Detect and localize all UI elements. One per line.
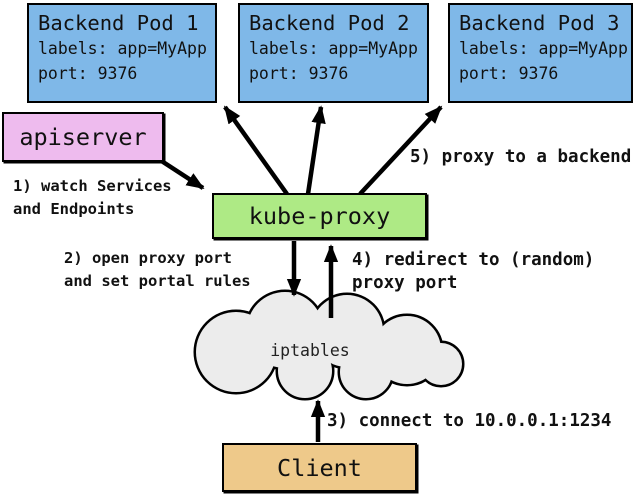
backend-pod-1-labels: labels: app=MyApp (38, 39, 207, 58)
kube-proxy-box: kube-proxy (212, 193, 427, 239)
backend-pod-2-title: Backend Pod 2 (249, 11, 410, 35)
step-3-connect-label: 3) connect to 10.0.0.1:1234 (327, 411, 612, 431)
backend-pod-3-port: port: 9376 (459, 64, 559, 83)
arrow-apiserver-to-kubeproxy (158, 158, 205, 190)
iptables-label: iptables (270, 341, 349, 360)
client-box: Client (222, 443, 417, 492)
backend-pod-2-port: port: 9376 (249, 64, 349, 83)
step-2-open-proxy-port-label: 2) open proxy port and set portal rules (64, 249, 251, 290)
apiserver-box: apiserver (2, 112, 164, 162)
step-4-redirect-label: 4) redirect to (random) proxy port (352, 250, 595, 293)
backend-pod-2-box: Backend Pod 2 labels: app=MyApp port: 93… (238, 3, 429, 103)
backend-pod-3-title: Backend Pod 3 (459, 11, 620, 35)
backend-pod-1-port: port: 9376 (38, 64, 138, 83)
step-1-watch-services-label: 1) watch Services and Endpoints (13, 177, 172, 218)
arrow-kubeproxy-to-pod1 (223, 105, 289, 196)
backend-pod-3-labels: labels: app=MyApp (459, 39, 628, 58)
kube-proxy-label: kube-proxy (248, 202, 391, 230)
step-5-proxy-backend-label: 5) proxy to a backend (410, 147, 632, 167)
arrow-kubeproxy-to-pod2 (305, 105, 326, 195)
arrow-kubeproxy-to-pod3 (358, 105, 443, 196)
apiserver-label: apiserver (19, 123, 147, 151)
client-label: Client (277, 453, 362, 482)
backend-pod-1-box: Backend Pod 1 labels: app=MyApp port: 93… (27, 3, 217, 103)
backend-pod-1-title: Backend Pod 1 (38, 11, 199, 35)
backend-pod-3-box: Backend Pod 3 labels: app=MyApp port: 93… (448, 3, 633, 103)
iptables-cloud: iptables (193, 289, 465, 401)
backend-pod-2-labels: labels: app=MyApp (249, 39, 418, 58)
